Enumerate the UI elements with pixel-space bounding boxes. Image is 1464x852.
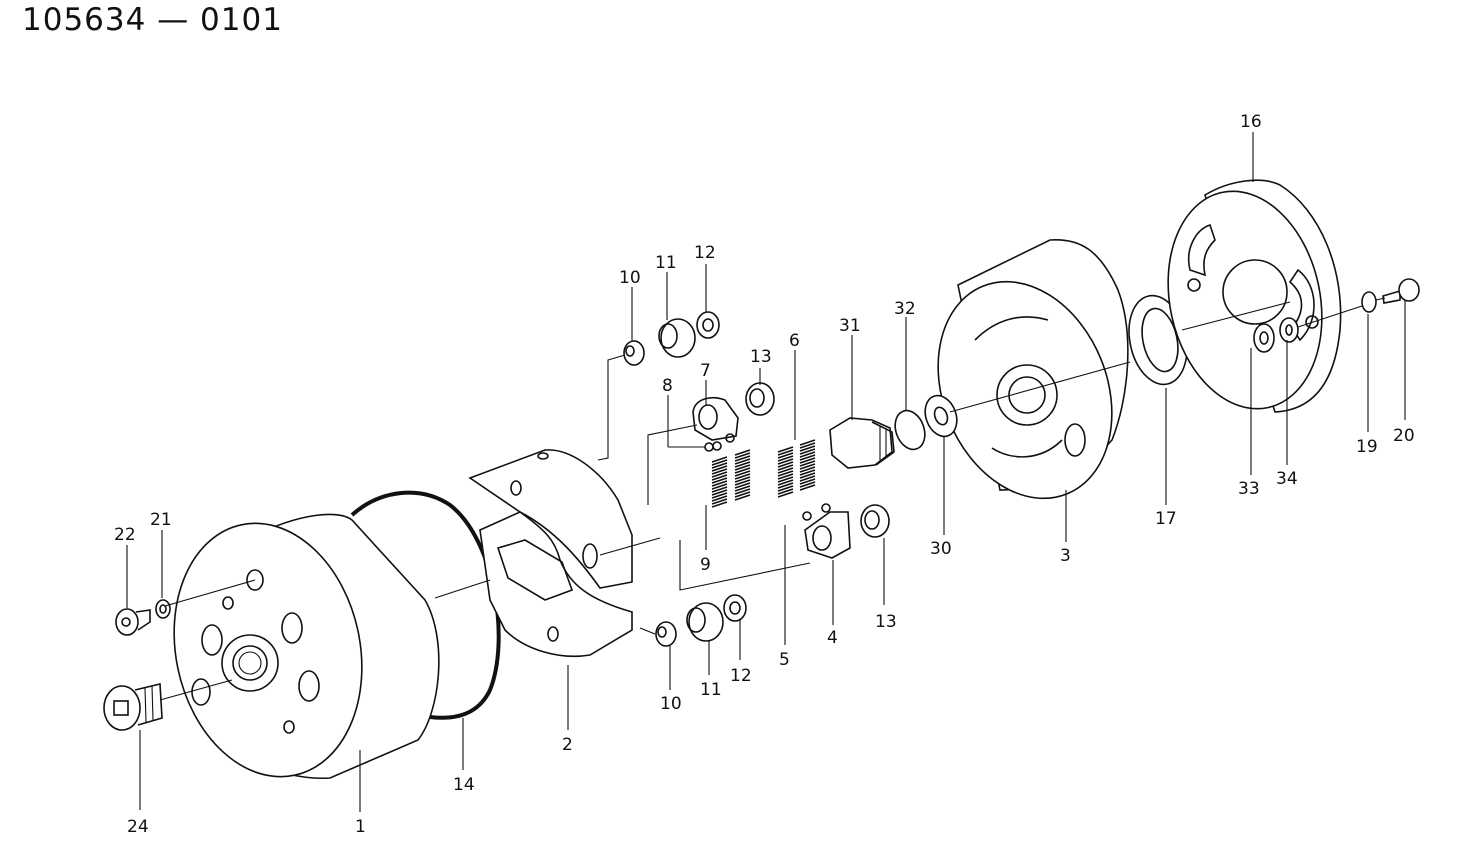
part-12-washer-lower xyxy=(723,594,747,622)
part-10-bushing-lower xyxy=(655,621,677,647)
callout-6: 6 xyxy=(789,331,800,351)
callout-21: 21 xyxy=(150,510,172,530)
callout-31: 31 xyxy=(839,316,861,336)
callout-32: 32 xyxy=(894,299,916,319)
part-31-plug xyxy=(829,417,895,469)
callout-1: 1 xyxy=(355,817,366,837)
callout-13-upper: 13 xyxy=(750,347,772,367)
callout-3: 3 xyxy=(1060,546,1071,566)
callout-24: 24 xyxy=(127,817,149,837)
part-32-o-ring xyxy=(894,409,926,451)
leader-lines xyxy=(126,132,1406,812)
callout-4: 4 xyxy=(827,628,838,648)
part-11-sleeve-lower xyxy=(686,602,724,642)
callout-30: 30 xyxy=(930,539,952,559)
callout-17: 17 xyxy=(1155,509,1177,529)
callout-22: 22 xyxy=(114,525,136,545)
assembly-lines xyxy=(159,297,1386,701)
callout-7: 7 xyxy=(700,361,711,381)
part-13-cap-lower xyxy=(860,504,890,538)
callout-8: 8 xyxy=(662,376,673,396)
part-11-sleeve-upper xyxy=(658,318,696,358)
callout-16: 16 xyxy=(1240,112,1262,132)
part-13-cap-upper xyxy=(745,382,775,416)
part-22-screw xyxy=(115,608,151,636)
part-9-springs xyxy=(711,449,751,508)
callout-10-upper: 10 xyxy=(619,268,641,288)
callout-11-upper: 11 xyxy=(655,253,677,273)
callout-10-lower: 10 xyxy=(660,694,682,714)
part-8-pins xyxy=(704,433,831,521)
part-12-washer-upper xyxy=(696,311,720,339)
part-16-cover xyxy=(1167,179,1342,413)
callout-19: 19 xyxy=(1356,437,1378,457)
part-34-nut xyxy=(1279,317,1299,343)
callout-20: 20 xyxy=(1393,426,1415,446)
part-5-6-springs xyxy=(777,439,816,498)
callout-5: 5 xyxy=(779,650,790,670)
part-7-weight xyxy=(692,396,739,441)
part-21-washer xyxy=(155,599,171,619)
callout-11-lower: 11 xyxy=(700,680,722,700)
part-33-washer xyxy=(1253,323,1275,353)
part-3-drum xyxy=(937,239,1129,500)
callout-labels: 1 14 2 24 22 21 10 11 12 5 4 13 9 10 11 … xyxy=(114,112,1415,837)
callout-13-lower: 13 xyxy=(875,612,897,632)
part-19-nut xyxy=(1361,291,1377,313)
part-20-bolt xyxy=(1382,278,1420,304)
callout-12-upper: 12 xyxy=(694,243,716,263)
part-24-plug xyxy=(103,682,163,731)
callout-33: 33 xyxy=(1238,479,1260,499)
callout-34: 34 xyxy=(1276,469,1298,489)
part-4-weight xyxy=(804,511,851,559)
part-10-bushing-upper xyxy=(623,340,645,366)
part-2-hub xyxy=(468,449,633,658)
callout-2: 2 xyxy=(562,735,573,755)
callout-12-lower: 12 xyxy=(730,666,752,686)
callout-14: 14 xyxy=(453,775,475,795)
drawing-number: 105634 — 0101 xyxy=(22,2,283,38)
callout-9: 9 xyxy=(700,555,711,575)
part-1-housing xyxy=(173,513,440,780)
